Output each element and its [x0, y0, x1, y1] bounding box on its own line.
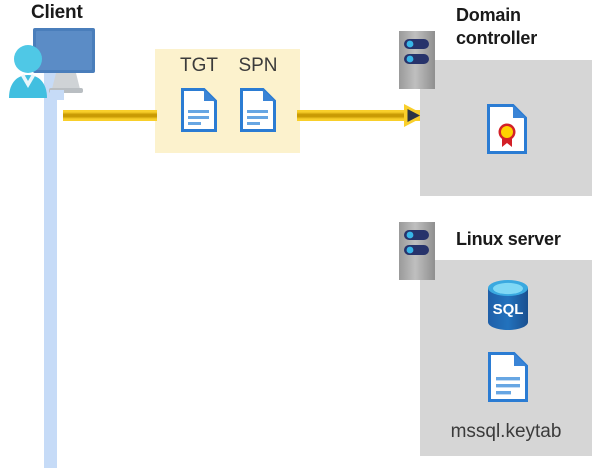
spn-label: SPN — [238, 55, 278, 76]
sql-database-icon: SQL — [485, 279, 531, 331]
keytab-filename-label: mssql.keytab — [450, 421, 562, 442]
keytab-document-icon — [488, 352, 528, 402]
tgt-document-icon — [181, 88, 217, 132]
domain-controller-server-icon — [399, 31, 435, 89]
flow-arrow-segment-right — [297, 110, 422, 121]
tgt-label: TGT — [180, 55, 218, 76]
linux-server-icon — [399, 222, 435, 280]
client-label: Client — [31, 2, 83, 23]
svg-text:SQL: SQL — [493, 301, 524, 318]
spn-document-icon — [240, 88, 276, 132]
flow-arrowhead-icon — [403, 103, 427, 128]
client-lifeline — [44, 62, 57, 468]
user-computer-icon — [6, 26, 98, 100]
linux-server-label: Linux server — [456, 229, 561, 249]
certificate-document-icon — [487, 104, 527, 154]
domain-controller-label: Domain controller — [456, 5, 538, 48]
flow-arrow-segment-left — [63, 110, 157, 121]
